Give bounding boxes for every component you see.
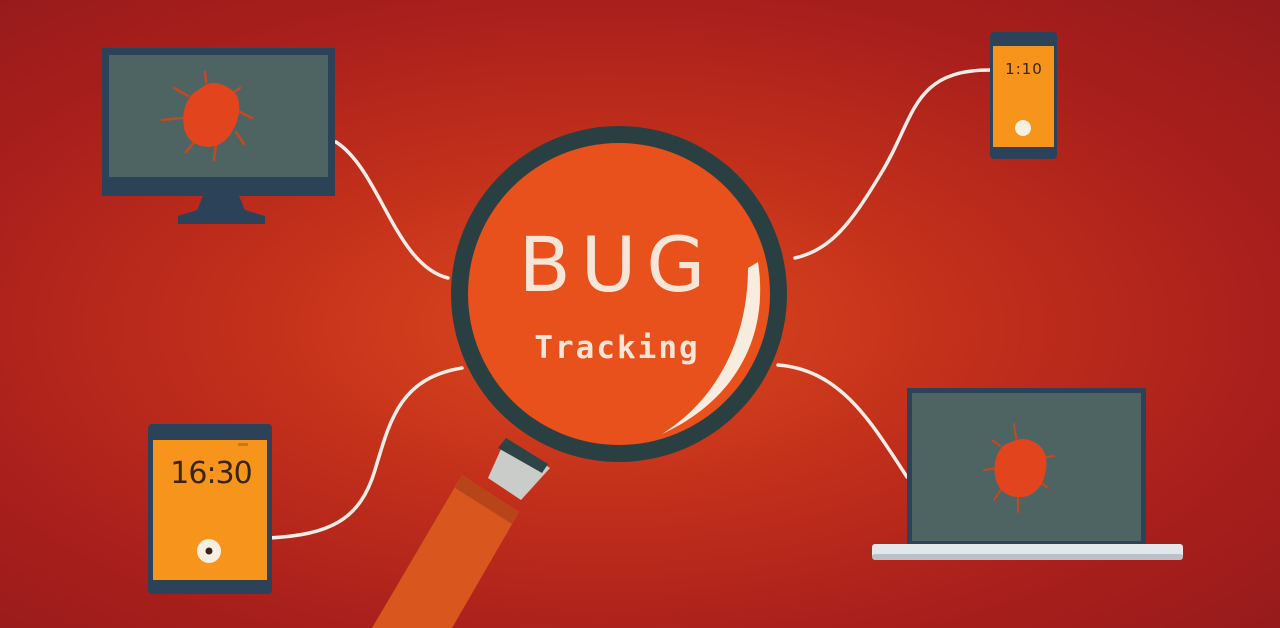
laptop (872, 388, 1183, 560)
cable-laptop (776, 363, 909, 479)
bug-icon (983, 423, 1055, 513)
lens-glare (662, 262, 761, 434)
bug-body (183, 82, 240, 147)
magnifying-glass (372, 126, 787, 628)
tablet (148, 424, 272, 594)
magnifier-neck (488, 440, 550, 500)
page-title: BUG (518, 220, 716, 309)
phone-clock: 1:10 (1005, 60, 1043, 78)
bug-icon (160, 70, 254, 162)
desktop-monitor (102, 48, 335, 224)
magnifier-handle (372, 475, 519, 628)
monitor-stand (178, 196, 265, 224)
phone-button-icon (1015, 120, 1031, 136)
connection-cables (266, 68, 992, 540)
cable-phone (793, 68, 992, 260)
smartphone (990, 32, 1057, 159)
lens-glass (468, 143, 770, 445)
tablet-clock: 16:30 (170, 456, 252, 491)
bug-body (994, 438, 1047, 498)
cable-tablet (266, 366, 464, 540)
subtitle: Tracking (534, 330, 700, 366)
cable-desktop (334, 140, 450, 280)
